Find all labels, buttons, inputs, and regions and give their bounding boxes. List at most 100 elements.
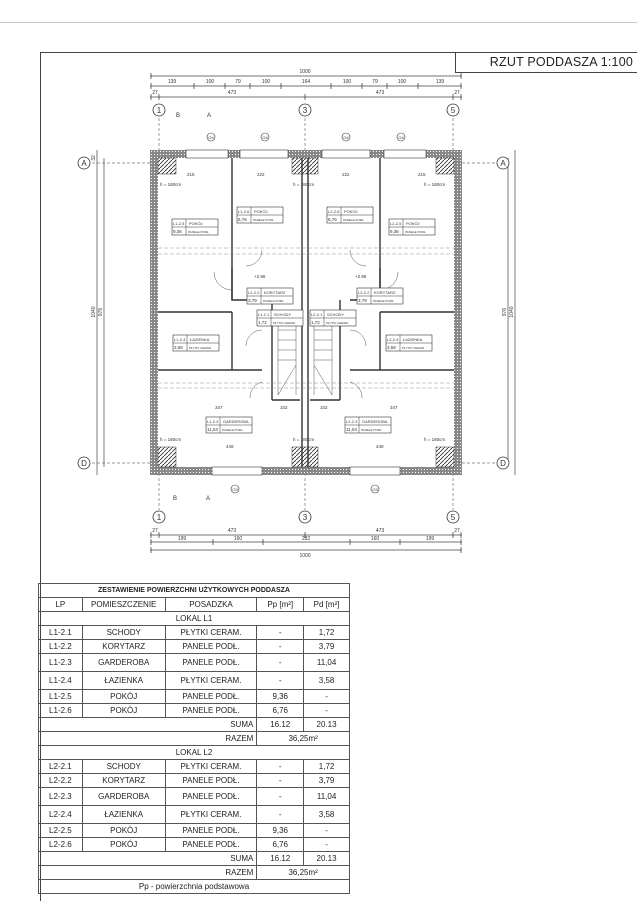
svg-text:215: 215: [418, 172, 426, 177]
lokal-header: LOKAL L1: [38, 611, 350, 626]
table-cell: POKÓJ: [81, 823, 166, 838]
table-cell: L1-2.4: [38, 671, 83, 690]
room-area: 3,79: [358, 298, 367, 303]
table-cell: POKÓJ: [81, 689, 166, 704]
room-label-grid: [172, 219, 218, 235]
svg-text:347: 347: [215, 405, 223, 410]
table-cell: L1-2.6: [38, 703, 83, 718]
svg-text:222: 222: [257, 172, 265, 177]
column-header: Pp [m²]: [256, 597, 305, 612]
table-cell: ŁAZIENKA: [81, 671, 166, 690]
title-block: RZUT PODDASZA 1:100: [455, 52, 637, 73]
table-cell: -: [256, 805, 305, 824]
table-cell: -: [256, 787, 305, 806]
svg-text:3: 3: [303, 106, 308, 115]
svg-text:79: 79: [372, 79, 378, 85]
total-value: 36,25m²: [256, 865, 350, 880]
room-code: L2-2.4: [387, 337, 399, 342]
svg-text:139: 139: [436, 79, 445, 85]
legend-text: Pp - powierzchnia podstawowa: [38, 879, 350, 894]
svg-text:O3: O3: [232, 487, 238, 492]
room-code: L1-2.2: [248, 290, 260, 295]
table-cell: L1-2.2: [38, 639, 83, 654]
svg-text:100: 100: [398, 79, 407, 85]
scan-edge-line: [0, 22, 637, 23]
room-area: 1,72: [258, 320, 267, 325]
room-code: L2-2.6: [328, 209, 340, 214]
table-cell: 1,72: [303, 625, 350, 640]
table-cell: PŁYTKI CERAM.: [164, 759, 258, 774]
room-label-grid: [237, 207, 283, 223]
svg-text:O4: O4: [262, 135, 268, 140]
table-cell: 3,79: [303, 773, 350, 788]
table-cell: L2-2.4: [38, 805, 83, 824]
table-cell: PANELE PODŁ.: [164, 689, 258, 704]
table-cell: PANELE PODŁ.: [164, 837, 258, 852]
svg-text:1040: 1040: [509, 306, 515, 317]
svg-text:199: 199: [426, 536, 435, 542]
room-floor: PANELE PODŁ: [343, 218, 364, 222]
svg-text:h = 180cm: h = 180cm: [160, 182, 181, 187]
svg-text:h = 180cm: h = 180cm: [293, 437, 314, 442]
table-cell: L1-2.3: [38, 653, 83, 672]
room-name: ŁAZIENKA: [190, 337, 210, 342]
room-floor: PANELE PODŁ: [373, 299, 394, 303]
room-area: 3,58: [387, 345, 396, 350]
room-name: SCHODY: [327, 312, 344, 317]
room-area: 1,72: [311, 320, 320, 325]
table-cell: PŁYTKI CERAM.: [164, 671, 258, 690]
table-cell: L1-2.5: [38, 689, 83, 704]
svg-text:27: 27: [454, 528, 460, 534]
room-label-grid: [357, 288, 403, 304]
room-label-grid: [247, 288, 293, 304]
room-floor: PŁYTKI CERAM: [402, 346, 425, 350]
table-cell: -: [303, 703, 350, 718]
svg-text:h = 180cm: h = 180cm: [160, 437, 181, 442]
table-row: Pp - powierzchnia podstawowa: [38, 879, 350, 894]
room-code: L1-2.1: [258, 312, 270, 317]
svg-text:B: B: [176, 113, 180, 119]
room-floor: PANELE PODŁ: [253, 218, 274, 222]
table-cell: KORYTARZ: [81, 639, 166, 654]
room-label-grid: [389, 219, 435, 235]
table-row: LOKAL L2: [38, 745, 350, 760]
room-floor: PANELE PODŁ: [222, 428, 243, 432]
table-cell: -: [256, 759, 305, 774]
column-header: LP: [38, 597, 83, 612]
room-label-grid: [345, 417, 391, 433]
table-cell: L2-2.2: [38, 773, 83, 788]
svg-text:1: 1: [157, 106, 162, 115]
room-area: 9,36: [173, 229, 182, 234]
svg-text:449: 449: [376, 444, 384, 449]
room-code: L2-2.1: [311, 312, 323, 317]
table-cell: 11,04: [303, 653, 350, 672]
svg-text:D: D: [81, 459, 87, 468]
total-label: RAZEM: [37, 731, 258, 746]
room-name: POKÓJ: [344, 209, 358, 214]
room-label-grid: [386, 335, 432, 351]
svg-text:449: 449: [226, 444, 234, 449]
room-name: POKÓJ: [254, 209, 268, 214]
svg-text:32: 32: [91, 155, 97, 161]
table-cell: PŁYTKI CERAM.: [164, 805, 258, 824]
svg-text:h = 180cm: h = 180cm: [424, 437, 445, 442]
svg-text:5: 5: [451, 106, 456, 115]
svg-text:A: A: [500, 159, 506, 168]
room-name: ŁAZIENKA: [403, 337, 423, 342]
svg-text:B: B: [173, 496, 177, 502]
table-cell: PANELE PODŁ.: [164, 787, 258, 806]
table-cell: 11,04: [303, 787, 350, 806]
